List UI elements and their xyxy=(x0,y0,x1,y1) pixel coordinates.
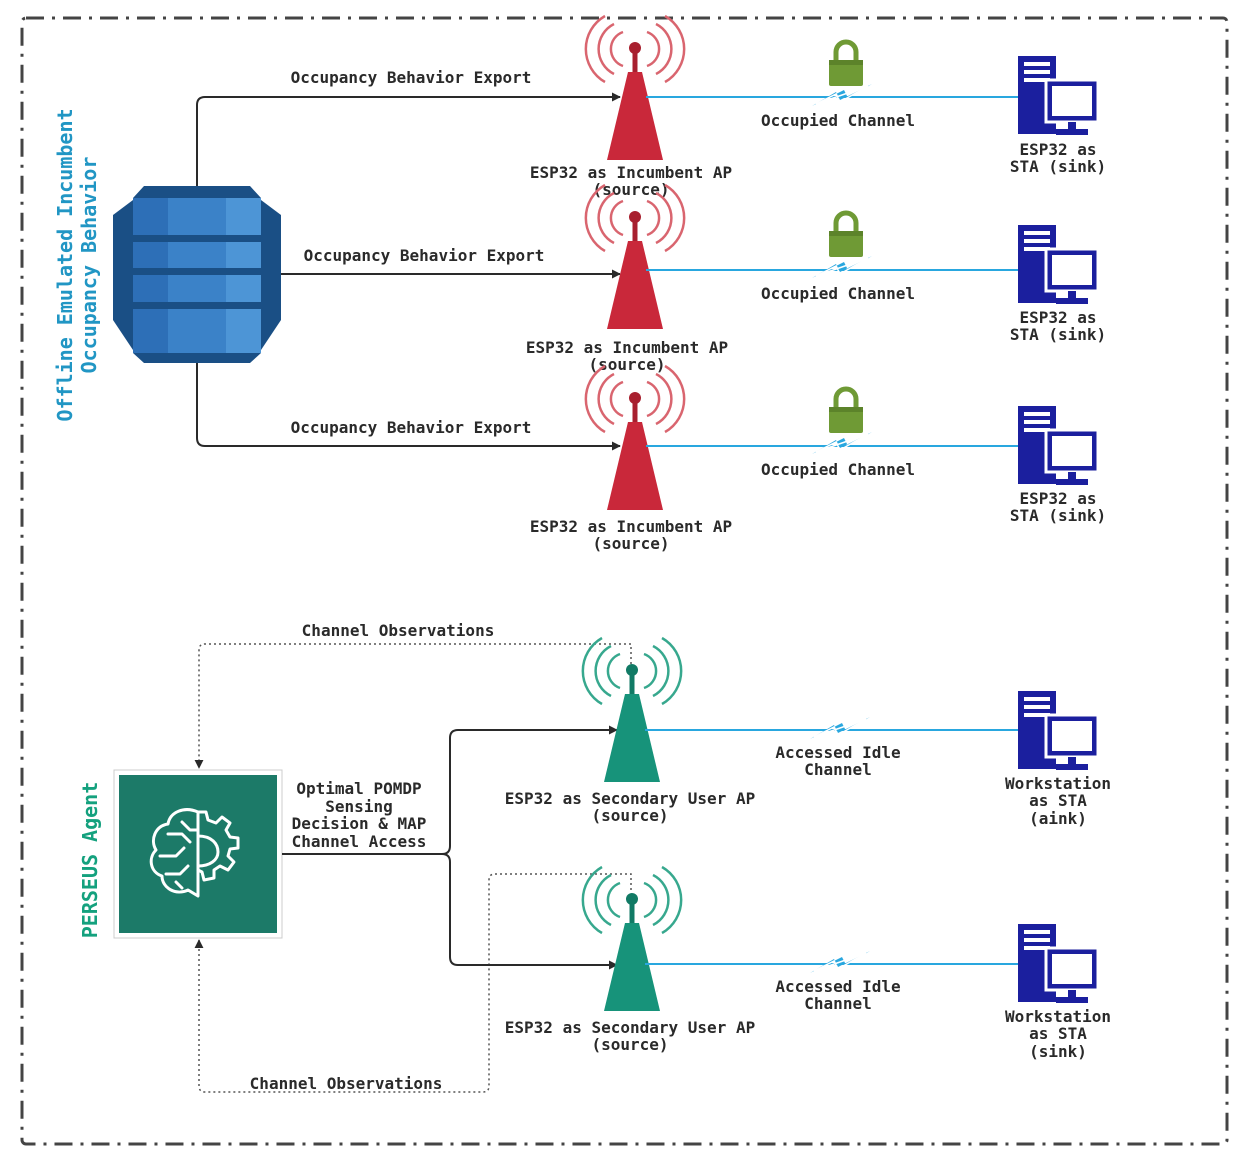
lock-icon-2 xyxy=(829,213,863,257)
workstation-sub-1: as STA xyxy=(1029,791,1087,810)
agent-output-line-3: Decision & MAP xyxy=(292,814,427,833)
sta-workstation-icon-2 xyxy=(1016,223,1100,306)
workstation-role-2: (sink) xyxy=(1029,1042,1087,1061)
lightning-icon-4 xyxy=(809,716,871,740)
sta-label-2: ESP32 as xyxy=(1019,308,1096,327)
sta-label-1: ESP32 as xyxy=(1019,140,1096,159)
export-arrow-1 xyxy=(196,92,621,186)
database-title-line-1: Offline Emulated Incumbent xyxy=(53,108,77,421)
secondary-ap-sub-2: (source) xyxy=(591,1035,668,1054)
secondary-ap-sub-1: (source) xyxy=(591,806,668,825)
secondary-ap-label-2: ESP32 as Secondary User AP xyxy=(505,1018,755,1037)
agent-output-line-2: Sensing xyxy=(325,797,392,816)
export-label-3: Occupancy Behavior Export xyxy=(291,418,532,437)
workstation-icon-1 xyxy=(1016,689,1100,772)
incumbent-tower-icon-1 xyxy=(586,16,684,160)
database-icon xyxy=(113,186,281,363)
sta-workstation-icon-3 xyxy=(1016,404,1100,487)
decision-branch-2 xyxy=(441,853,618,970)
sta-sub-1: STA (sink) xyxy=(1010,157,1106,176)
agent-output-line-4: Channel Access xyxy=(292,832,427,851)
secondary-tower-icon-1 xyxy=(583,638,681,782)
observations-label-bottom: Channel Observations xyxy=(250,1074,443,1093)
agent-output-line-1: Optimal POMDP xyxy=(296,779,421,798)
database-title-line-2: Occupancy Behavior xyxy=(77,157,101,374)
workstation-icon-2 xyxy=(1016,922,1100,1005)
incumbent-row-2: Occupied Channel ESP32 as Incumbent AP (… xyxy=(526,185,1106,374)
sta-sub-3: STA (sink) xyxy=(1010,506,1106,525)
outer-frame xyxy=(20,16,1229,1146)
lock-icon-3 xyxy=(829,389,863,433)
lightning-icon-5 xyxy=(809,950,871,974)
occupied-channel-label-3: Occupied Channel xyxy=(761,460,915,479)
sta-sub-2: STA (sink) xyxy=(1010,325,1106,344)
idle-channel-sub-1: Channel xyxy=(804,760,871,779)
secondary-row-2: Accessed Idle Channel ESP32 as Secondary… xyxy=(505,867,1111,1061)
sta-workstation-icon-1 xyxy=(1016,54,1100,137)
observations-label-top: Channel Observations xyxy=(302,621,495,640)
sta-label-3: ESP32 as xyxy=(1019,489,1096,508)
secondary-ap-label-1: ESP32 as Secondary User AP xyxy=(505,789,755,808)
lock-icon-1 xyxy=(829,42,863,86)
incumbent-ap-sub-3: (source) xyxy=(592,534,669,553)
workstation-label-1: Workstation xyxy=(1005,774,1111,793)
incumbent-ap-sub-2: (source) xyxy=(588,355,665,374)
workstation-label-2: Workstation xyxy=(1005,1007,1111,1026)
lightning-icon-1 xyxy=(811,83,873,107)
incumbent-tower-icon-2 xyxy=(586,185,684,329)
agent-title: PERSEUS Agent xyxy=(78,782,102,939)
incumbent-ap-label-2: ESP32 as Incumbent AP xyxy=(526,338,728,357)
idle-channel-label-1: Accessed Idle xyxy=(775,743,900,762)
observations-feedback-top xyxy=(194,643,632,769)
export-arrow-3 xyxy=(196,363,621,451)
incumbent-ap-sub-1: (source) xyxy=(592,180,669,199)
export-label-2: Occupancy Behavior Export xyxy=(304,246,545,265)
workstation-sub-2: as STA xyxy=(1029,1024,1087,1043)
observations-feedback-bottom xyxy=(194,873,632,1093)
workstation-role-1: (aink) xyxy=(1029,809,1087,828)
incumbent-tower-icon-3 xyxy=(586,366,684,510)
secondary-row-1: Accessed Idle Channel ESP32 as Secondary… xyxy=(505,638,1111,828)
occupied-channel-label-1: Occupied Channel xyxy=(761,111,915,130)
incumbent-ap-label-1: ESP32 as Incumbent AP xyxy=(530,163,732,182)
incumbent-row-3: Occupied Channel ESP32 as Incumbent AP (… xyxy=(530,366,1106,553)
occupied-channel-label-2: Occupied Channel xyxy=(761,284,915,303)
export-label-1: Occupancy Behavior Export xyxy=(291,68,532,87)
brain-gear-icon xyxy=(149,808,240,898)
lightning-icon-3 xyxy=(811,431,873,455)
idle-channel-sub-2: Channel xyxy=(804,994,871,1013)
incumbent-ap-label-3: ESP32 as Incumbent AP xyxy=(530,517,732,536)
idle-channel-label-2: Accessed Idle xyxy=(775,977,900,996)
lightning-icon-2 xyxy=(811,255,873,279)
secondary-tower-icon-2 xyxy=(583,867,681,1011)
incumbent-row-1: Occupied Channel ESP32 as Incumbent AP (… xyxy=(530,16,1106,199)
